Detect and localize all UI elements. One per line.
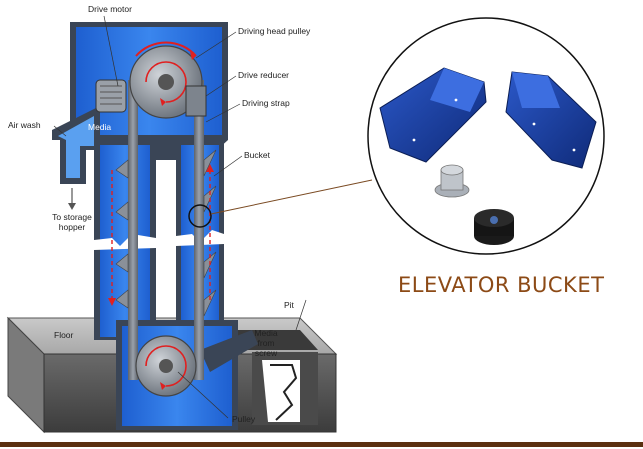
black-bolt-icon <box>474 209 514 245</box>
blue-bucket-icon <box>379 67 487 163</box>
elevator-belt <box>128 80 204 380</box>
label-to-storage-hopper: To storage hopper <box>42 212 102 232</box>
inset-leader-line <box>210 179 373 215</box>
drive-reducer <box>185 85 207 117</box>
label-pit: Pit <box>284 300 294 310</box>
label-bucket: Bucket <box>244 150 270 160</box>
label-driving-strap: Driving strap <box>242 98 290 108</box>
label-drive-motor: Drive motor <box>88 4 132 14</box>
label-air-wash: Air wash <box>8 120 41 130</box>
blue-bucket-icon <box>505 71 597 169</box>
motion-arrows <box>108 164 214 306</box>
storage-arrow <box>68 188 76 210</box>
drive-motor <box>95 79 127 113</box>
label-leaders <box>53 15 307 419</box>
label-floor: Floor <box>54 330 74 340</box>
label-drive-reducer: Drive reducer <box>238 70 290 80</box>
label-driving-head-pulley: Driving head pulley <box>238 26 311 36</box>
break-marks <box>94 230 224 250</box>
label-media-from-screw-line3: screw <box>254 348 278 358</box>
elevator-bucket-title: ELEVATOR BUCKET <box>398 273 605 297</box>
gray-plug-icon <box>434 164 470 198</box>
label-media-from-screw-line1: Media <box>254 328 278 338</box>
label-media-top: Media <box>88 122 112 132</box>
label-media-from-screw-line2: from <box>257 338 275 348</box>
label-to-storage-hopper-line1: To storage <box>52 212 92 222</box>
label-media-from-screw: Media from screw <box>246 328 286 358</box>
label-pulley: Pulley <box>232 414 256 424</box>
footer-rule <box>0 442 643 447</box>
driving-head-pulley <box>129 41 203 119</box>
boot-pulley <box>135 335 197 397</box>
bucket-detail-inset <box>367 17 605 255</box>
label-to-storage-hopper-line2: hopper <box>58 222 86 232</box>
detail-marker-circle <box>188 204 212 228</box>
